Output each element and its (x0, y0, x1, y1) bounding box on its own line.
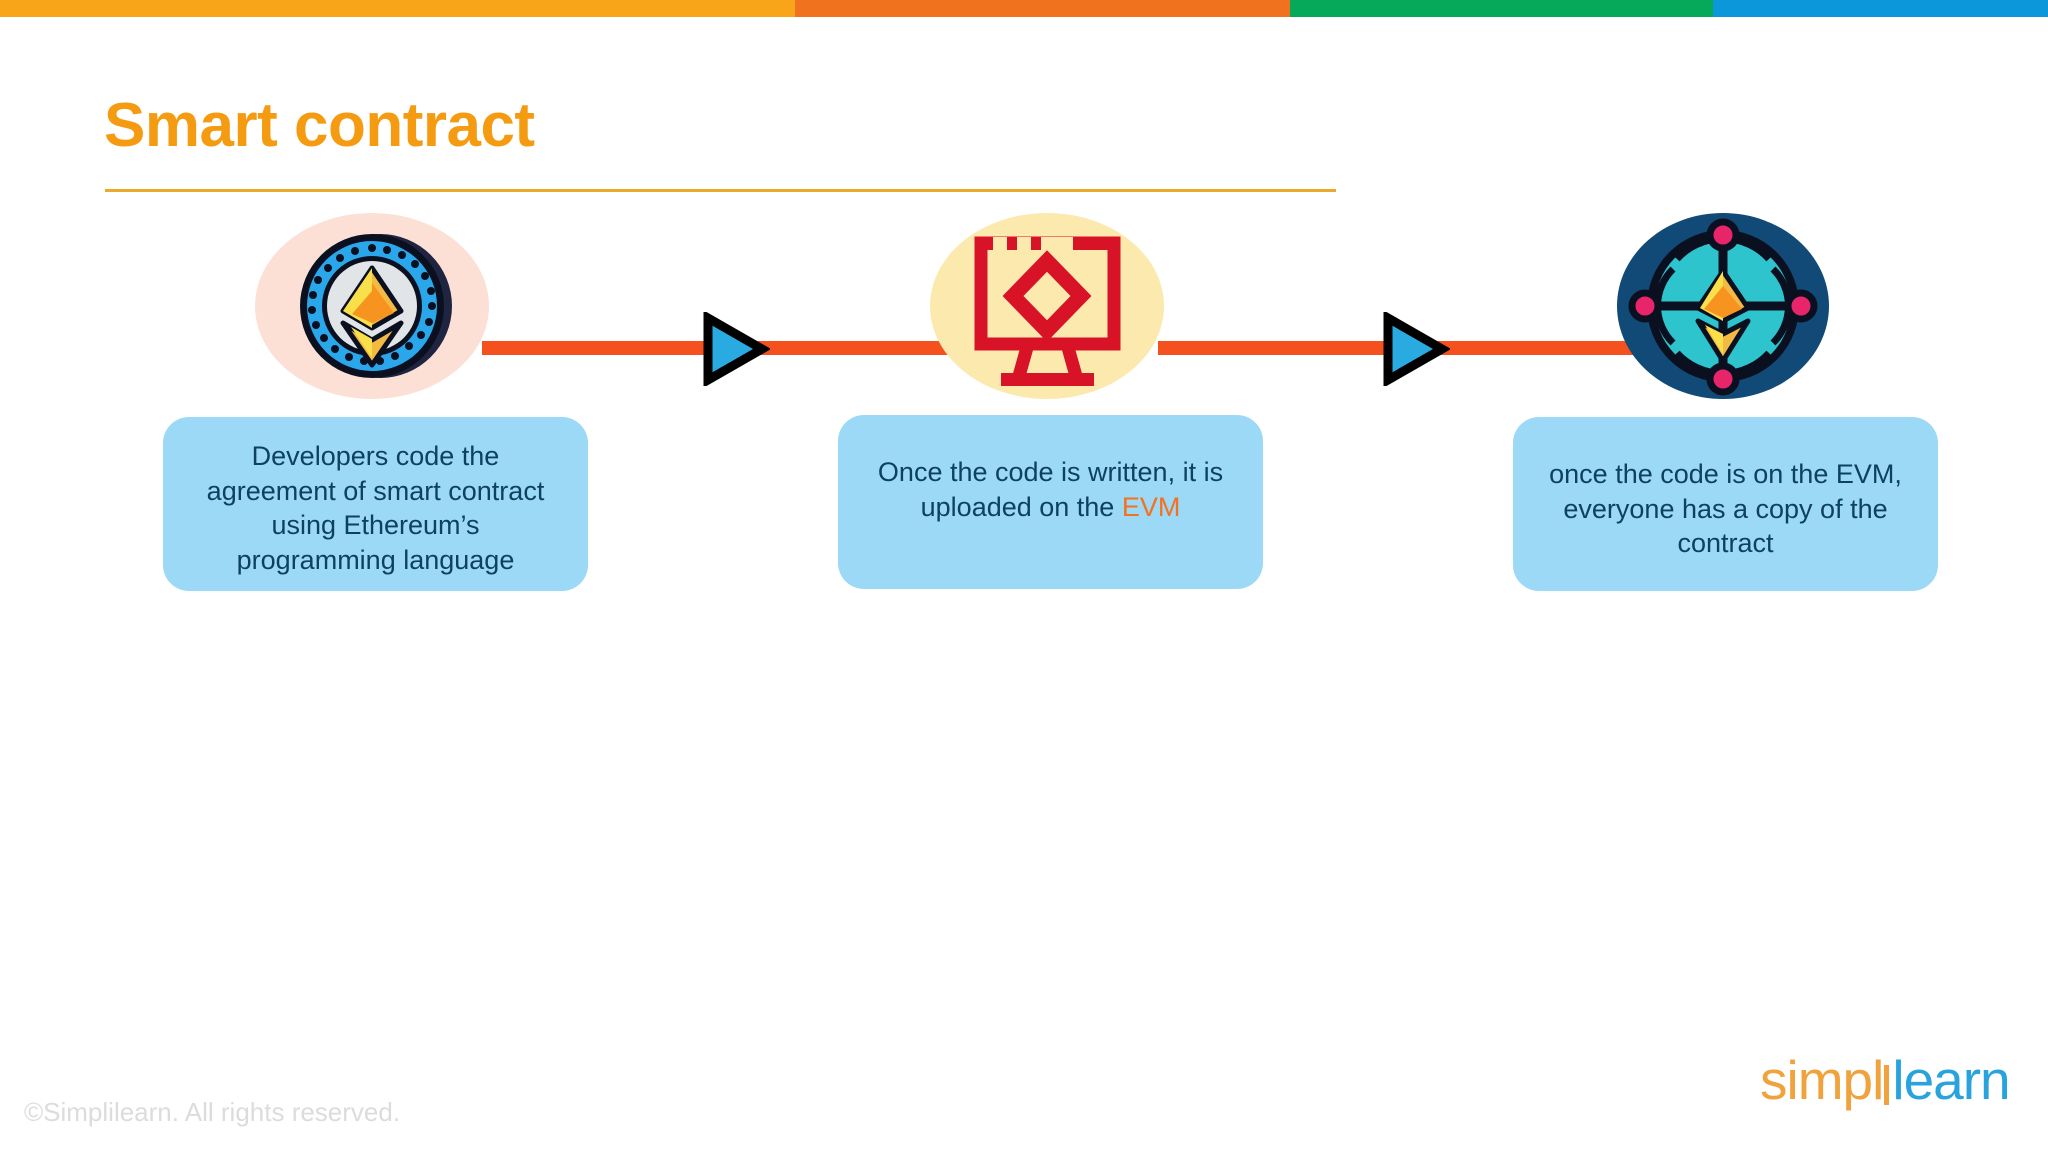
page-title: Smart contract (104, 91, 535, 160)
step-text-2-accent: EVM (1121, 491, 1181, 522)
logo-text-learn: learn (1892, 1049, 2010, 1111)
ethereum-coin-icon (254, 213, 490, 399)
copyright-notice: ©Simplilearn. All rights reserved. (24, 1097, 401, 1127)
topbar-segment-green (1290, 0, 1713, 17)
step-text-1: Developers code the agreement of smart c… (206, 441, 545, 575)
monitor-ethereum-icon (929, 213, 1165, 399)
flow-arrow-icon-1 (700, 310, 772, 388)
topbar-segment-orange (795, 0, 1290, 17)
top-color-bar (0, 0, 2048, 17)
step-text-3: once the code is on the EVM, everyone ha… (1549, 459, 1902, 559)
logo-text-simpli: simpl (1760, 1049, 1884, 1111)
title-divider (105, 189, 1336, 192)
network-nodes-ethereum-icon (1605, 213, 1841, 399)
topbar-segment-amber (0, 0, 795, 17)
topbar-segment-blue (1713, 0, 2048, 17)
step-text-box-1: Developers code the agreement of smart c… (163, 417, 588, 591)
step-text-box-2: Once the code is written, it is uploaded… (838, 415, 1263, 589)
logo-separator-bar (1884, 1065, 1890, 1105)
step-text-box-3: once the code is on the EVM, everyone ha… (1513, 417, 1938, 591)
step-text-2: Once the code is written, it is uploaded… (877, 457, 1224, 522)
flow-arrow-icon-2 (1380, 310, 1452, 388)
